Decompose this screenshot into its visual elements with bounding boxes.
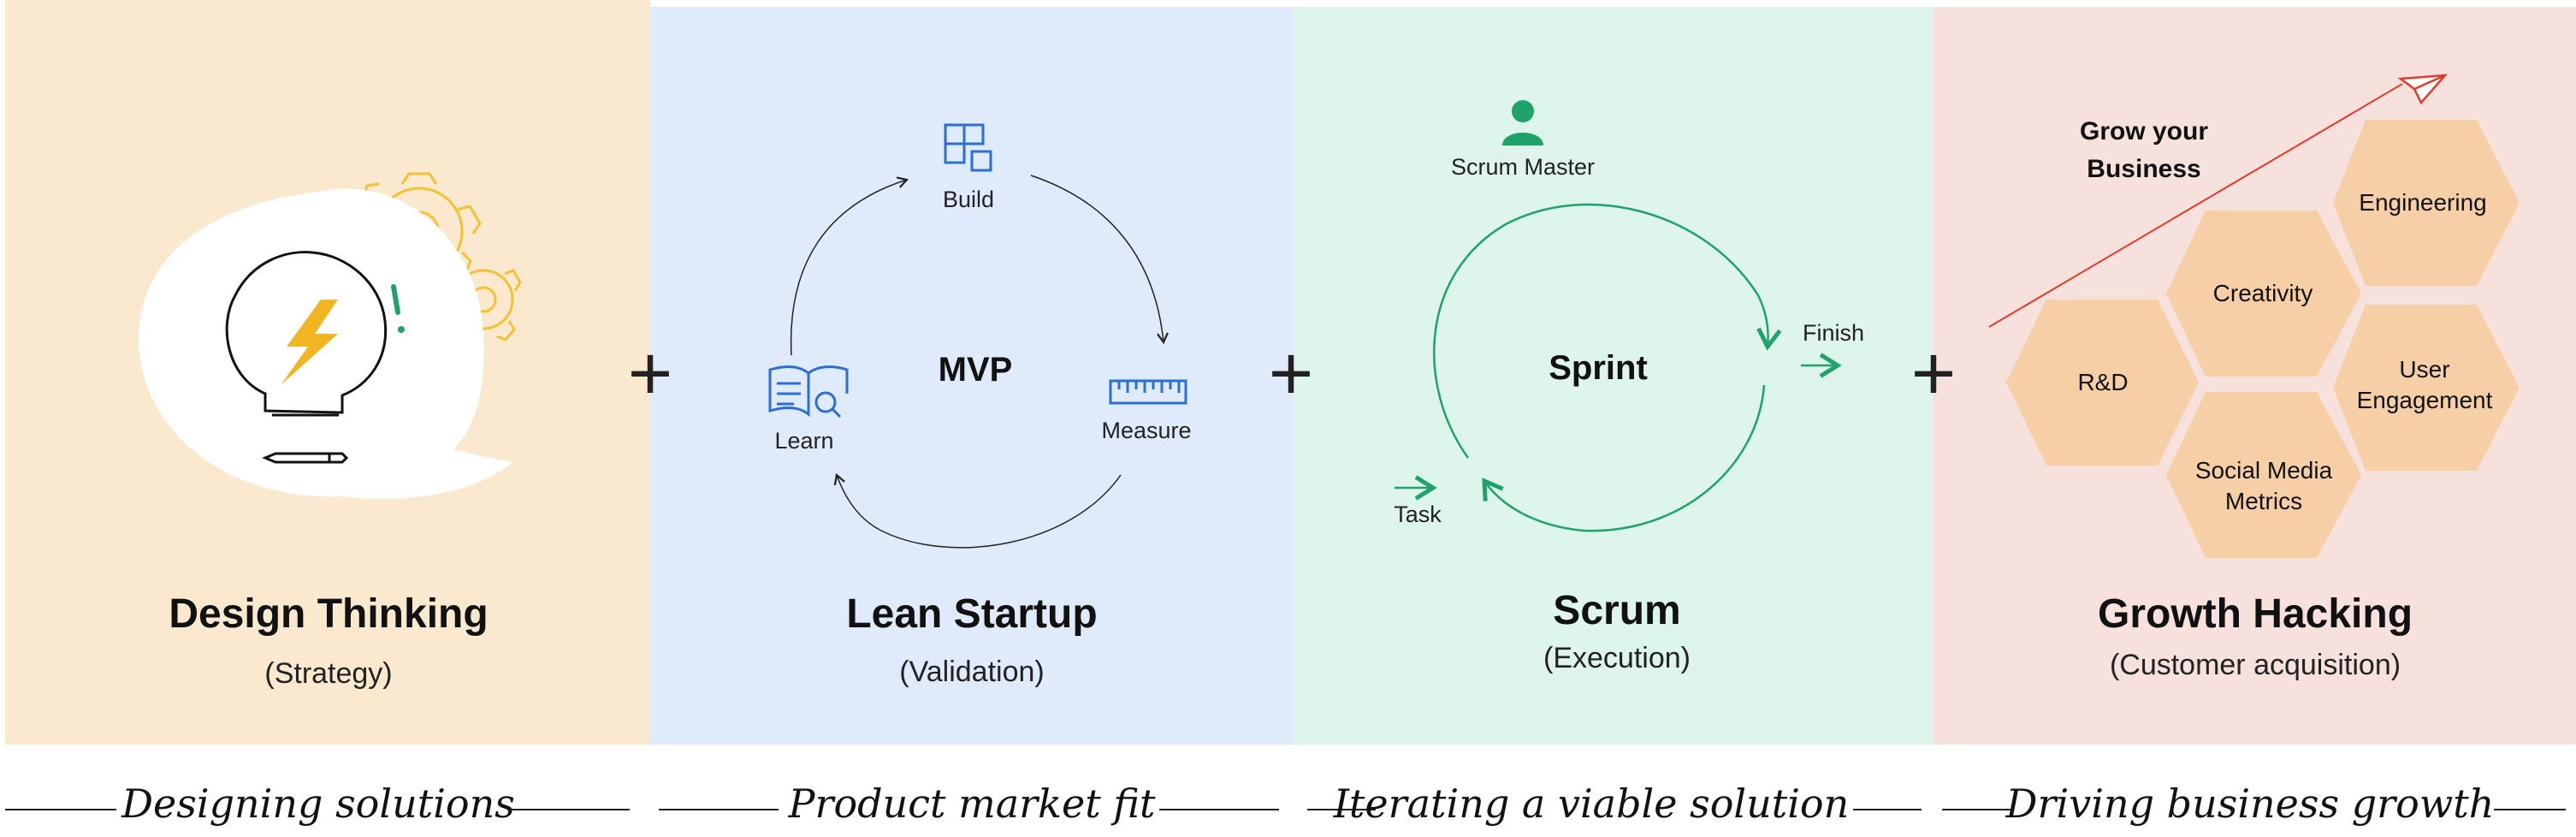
scrum-master-label: Scrum Master xyxy=(1450,154,1596,180)
footer-arrow-line xyxy=(1159,809,1279,810)
scrum-title: Scrum xyxy=(1553,588,1681,633)
sprint-cycle-arrow xyxy=(1432,203,1782,459)
hex-engineering: Engineering xyxy=(2359,189,2487,216)
measure-label: Measure xyxy=(1101,418,1192,443)
learn-label: Learn xyxy=(774,428,834,454)
footer-arrow-line xyxy=(1307,809,1376,810)
paper-plane-icon xyxy=(2397,74,2448,105)
build-icon xyxy=(944,123,992,172)
footer-product-market-fit: Product market fit xyxy=(788,781,1156,827)
growth-hacking-subtitle: (Customer acquisition) xyxy=(2109,649,2401,681)
plus-sign: + xyxy=(1268,331,1314,417)
growth-trend-line xyxy=(1988,83,2403,328)
footer-arrow-line xyxy=(2494,809,2566,810)
design-thinking-title: Design Thinking xyxy=(169,591,489,637)
grow-line-1: Grow your xyxy=(2079,117,2209,145)
measure-ruler-icon xyxy=(1109,379,1187,405)
hex-rd: R&D xyxy=(2077,369,2129,395)
footer-arrow-line xyxy=(510,809,630,810)
footer-arrow-line xyxy=(5,809,116,810)
task-label: Task xyxy=(1394,502,1442,527)
footer-arrow-line xyxy=(1853,809,1922,810)
hex-user-line-1: User xyxy=(2399,356,2450,383)
grow-line-2: Business xyxy=(2087,155,2201,183)
exclamation-icon xyxy=(391,284,405,333)
hex-social-line-1: Social Media xyxy=(2194,457,2333,484)
mvp-label: MVP xyxy=(938,351,1013,389)
plus-sign: + xyxy=(1910,331,1957,417)
hex-creativity: Creativity xyxy=(2212,280,2313,306)
sprint-label: Sprint xyxy=(1549,349,1648,387)
plus-sign: + xyxy=(627,331,673,417)
footer-designing-solutions: Designing solutions xyxy=(121,781,515,827)
pencil-icon xyxy=(262,452,349,464)
hex-user-line-2: Engagement xyxy=(2356,387,2493,413)
lean-startup-panel xyxy=(650,7,1294,745)
scrum-subtitle: (Execution) xyxy=(1543,642,1691,674)
footer-driving-growth: Driving business growth xyxy=(2005,781,2495,827)
lean-startup-title: Lean Startup xyxy=(846,591,1098,637)
learn-book-icon xyxy=(768,365,849,418)
cycle-arrow-measure-learn xyxy=(833,472,1122,549)
finish-label: Finish xyxy=(1802,320,1865,346)
hex-user-engagement: User Engagement xyxy=(2357,354,2493,416)
grow-business-label: Grow your Business xyxy=(2080,113,2208,188)
growth-hacking-title: Growth Hacking xyxy=(2097,591,2413,637)
hex-social-media-metrics: Social Media Metrics xyxy=(2195,455,2332,517)
sprint-cycle-return-arrow xyxy=(1482,384,1766,532)
lightning-icon xyxy=(281,300,338,385)
footer-arrow-line xyxy=(1942,809,2010,810)
lean-startup-subtitle: (Validation) xyxy=(899,656,1045,688)
build-label: Build xyxy=(942,187,995,212)
footer-iterating-solution: Iterating a viable solution xyxy=(1333,781,1850,827)
cycle-arrow-learn-build xyxy=(790,176,909,356)
design-thinking-subtitle: (Strategy) xyxy=(264,657,393,690)
cycle-arrow-build-measure xyxy=(1030,175,1169,345)
scrum-master-icon xyxy=(1502,100,1543,145)
hexagon-cells xyxy=(2006,120,2520,558)
footer-arrow-line xyxy=(659,809,779,810)
hex-social-line-2: Metrics xyxy=(2224,488,2303,514)
